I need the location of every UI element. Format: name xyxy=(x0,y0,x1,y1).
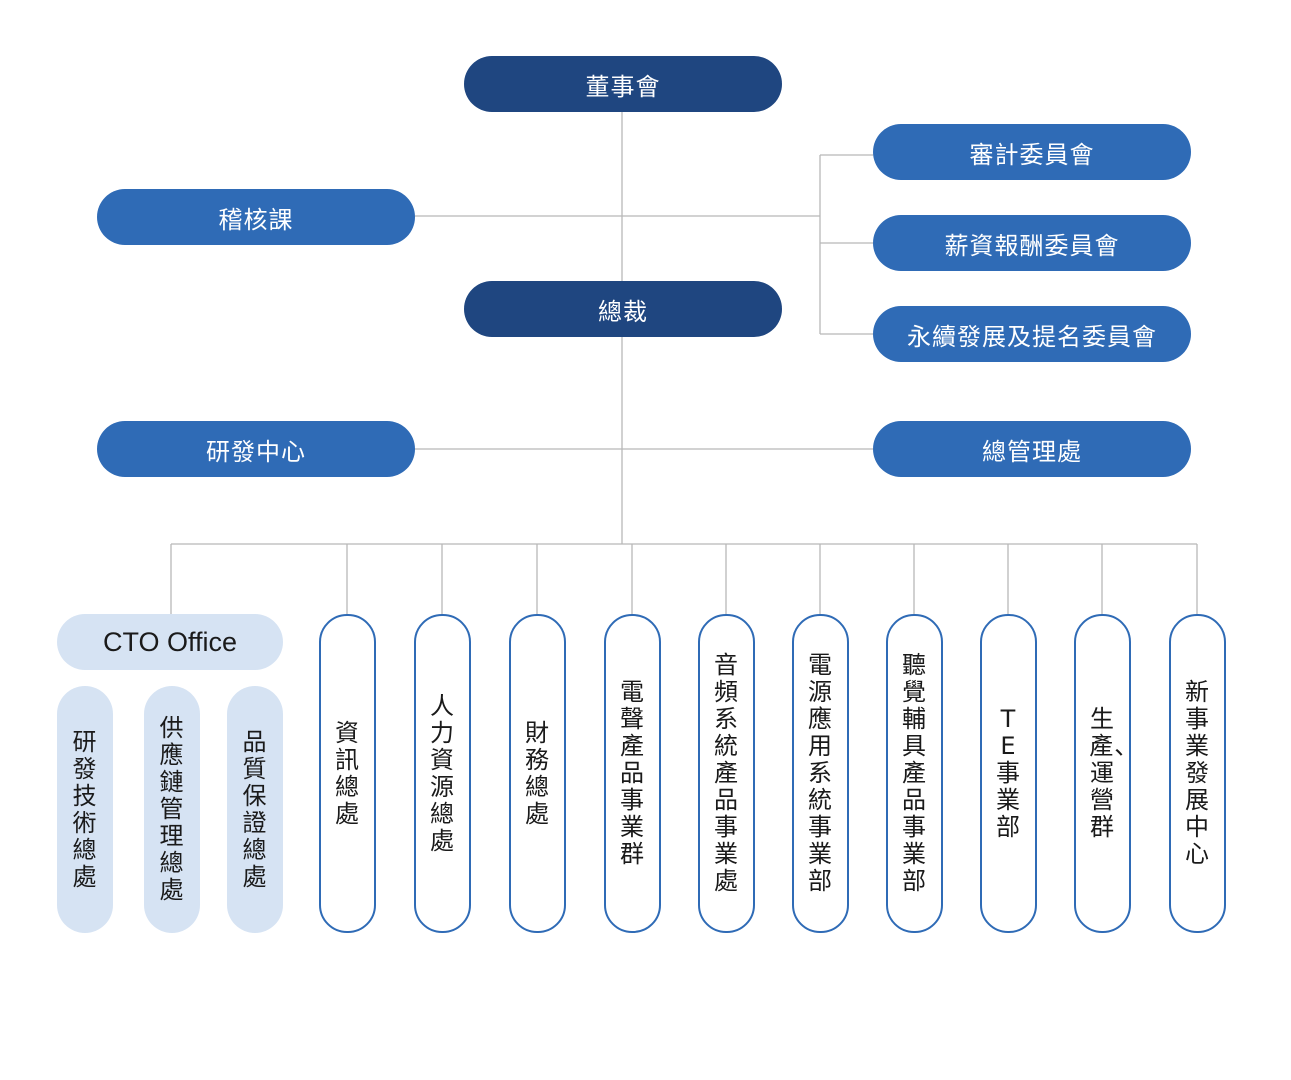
division-node: 音頻系統產品事業處 xyxy=(698,614,755,933)
division-label: 電聲產品事業群 xyxy=(619,678,645,868)
rd-center-label: 研發中心 xyxy=(206,437,306,466)
division-label: 財務總處 xyxy=(524,718,550,828)
sustainability-committee-node: 永續發展及提名委員會 xyxy=(873,306,1191,362)
division-label: 音頻系統產品事業處 xyxy=(713,651,739,895)
division-label: 生產、運營群 xyxy=(1089,705,1140,841)
cto-unit-label: 研發技術總處 xyxy=(72,727,98,891)
audit-committee-node: 審計委員會 xyxy=(873,124,1191,180)
rd-center-node: 研發中心 xyxy=(97,421,415,477)
cto-unit-label: 供應鏈管理總處 xyxy=(159,714,185,904)
division-label: 新事業發展中心 xyxy=(1184,678,1210,868)
cto-unit-supply-chain: 供應鏈管理總處 xyxy=(144,686,200,933)
division-label: 人力資源總處 xyxy=(429,691,455,855)
division-node: 電源應用系統事業部 xyxy=(792,614,849,933)
audit-section-node: 稽核課 xyxy=(97,189,415,245)
board-node: 董事會 xyxy=(464,56,782,112)
general-management-node: 總管理處 xyxy=(873,421,1191,477)
cto-office-label: CTO Office xyxy=(102,626,238,657)
division-node: 新事業發展中心 xyxy=(1169,614,1226,933)
president-label: 總裁 xyxy=(598,297,648,326)
division-node: 聽覺輔具產品事業部 xyxy=(886,614,943,933)
division-node: 人力資源總處 xyxy=(414,614,471,933)
division-label: 電源應用系統事業部 xyxy=(807,651,833,895)
audit-section-label: 稽核課 xyxy=(218,205,294,234)
board-label: 董事會 xyxy=(585,72,661,101)
president-node: 總裁 xyxy=(464,281,782,337)
sustainability-committee-label: 永續發展及提名委員會 xyxy=(907,322,1157,351)
division-node: 資訊總處 xyxy=(319,614,376,933)
cto-unit-label: 品質保證總處 xyxy=(242,727,268,891)
compensation-committee-label: 薪資報酬委員會 xyxy=(944,231,1120,260)
division-label: TE事業部 xyxy=(995,705,1021,841)
compensation-committee-node: 薪資報酬委員會 xyxy=(873,215,1191,271)
general-management-label: 總管理處 xyxy=(982,437,1082,466)
division-node: 生產、運營群 xyxy=(1074,614,1140,933)
cto-unit-rd-tech: 研發技術總處 xyxy=(57,686,113,933)
division-label: 資訊總處 xyxy=(334,718,360,828)
audit-committee-label: 審計委員會 xyxy=(969,140,1095,169)
division-node: 電聲產品事業群 xyxy=(604,614,661,933)
division-node: TE事業部 xyxy=(980,614,1037,933)
cto-unit-quality: 品質保證總處 xyxy=(227,686,283,933)
cto-office-node: CTO Office xyxy=(57,614,283,670)
division-label: 聽覺輔具產品事業部 xyxy=(901,651,927,895)
division-node: 財務總處 xyxy=(509,614,566,933)
